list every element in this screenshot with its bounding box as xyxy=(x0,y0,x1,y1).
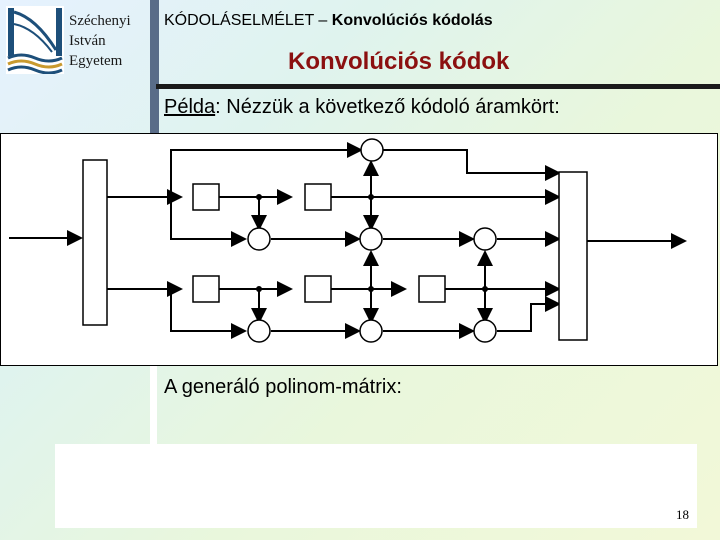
page-number: 18 xyxy=(676,507,689,522)
university-name: Széchenyi István Egyetem xyxy=(69,11,131,71)
university-logo-icon xyxy=(6,6,64,75)
delay-register xyxy=(304,275,332,303)
generator-matrix-heading: A generáló polinom-mátrix: xyxy=(164,376,402,398)
modulo2-adder xyxy=(247,319,271,343)
delay-register xyxy=(192,275,220,303)
delay-register xyxy=(192,183,220,211)
example-heading: Példa: Nézzük a következő kódoló áramkör… xyxy=(164,96,560,119)
course-topic: Konvolúciós kódolás xyxy=(331,12,493,29)
university-name-line: Széchenyi xyxy=(69,13,131,29)
header-divider xyxy=(156,84,720,89)
serial-parallel-converter xyxy=(82,159,108,326)
slide-title: Konvolúciós kódok xyxy=(288,48,510,75)
modulo2-adder xyxy=(473,227,497,251)
modulo2-adder xyxy=(247,227,271,251)
modulo2-adder xyxy=(473,319,497,343)
delay-register xyxy=(418,275,446,303)
encoder-diagram xyxy=(0,133,718,366)
sidebar-divider xyxy=(150,0,159,133)
course-prefix: KÓDOLÁSELMÉLET – xyxy=(164,12,332,29)
delay-register xyxy=(304,183,332,211)
modulo2-adder xyxy=(359,227,383,251)
example-text: : Nézzük a következő kódoló áramkört: xyxy=(215,96,560,118)
university-name-line: István xyxy=(69,33,106,49)
modulo2-adder xyxy=(360,138,384,162)
multiplexer xyxy=(558,171,588,341)
matrix-area xyxy=(55,444,697,528)
modulo2-adder xyxy=(359,319,383,343)
encoder-circuit xyxy=(9,138,687,343)
example-label: Példa xyxy=(164,96,216,118)
university-name-line: Egyetem xyxy=(69,53,123,69)
course-title: KÓDOLÁSELMÉLET – Konvolúciós kódolás xyxy=(164,12,493,30)
